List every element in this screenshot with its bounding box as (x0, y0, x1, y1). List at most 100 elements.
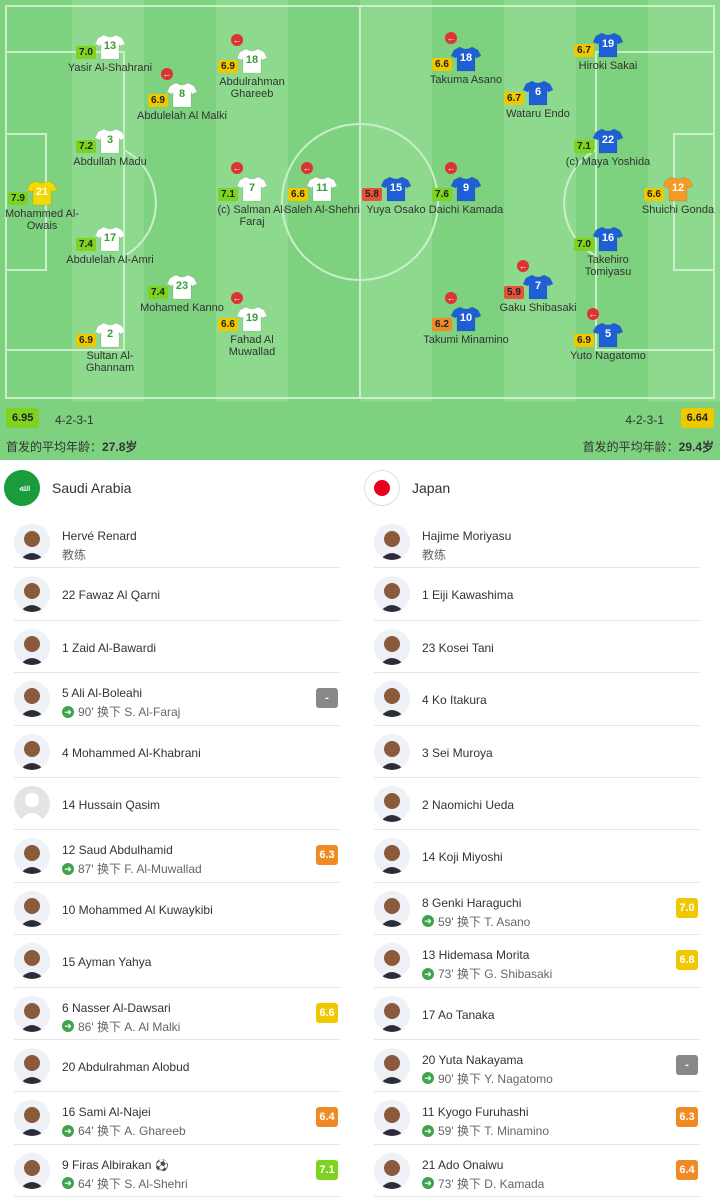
player-list-name: 4 Mohammed Al-Khabrani (62, 745, 201, 760)
home-average-age-label: 首发的平均年龄： (6, 440, 103, 454)
substitution-info: ➜64' 换下 A. Ghareeb (62, 1122, 186, 1139)
substitution-text: 73' 换下 G. Shibasaki (438, 967, 553, 982)
squad-player-row[interactable]: 10 Mohammed Al Kuwaykibi (14, 883, 340, 936)
squad-player-row[interactable]: 14 Hussain Qasim (14, 778, 340, 831)
squad-player-row[interactable]: 20 Yuta Nakayama➜90' 换下 Y. Nagatomo- (374, 1040, 700, 1093)
player-list-name: Hervé Renard (62, 529, 137, 543)
avatar (14, 838, 50, 875)
player-rating-badge: 6.3 (316, 845, 338, 866)
substitution-icon: ← (445, 162, 457, 174)
away-team-header[interactable]: Japan (360, 460, 720, 516)
jersey-number: 17 (103, 232, 117, 244)
squad-player-row[interactable]: 15 Ayman Yahya (14, 935, 340, 988)
japan-flag-icon (364, 470, 400, 506)
substitution-text: 86' 换下 A. Al Malki (78, 1019, 181, 1034)
player-list-name: 14 Koji Miyoshi (422, 850, 503, 865)
home-team-name: Saudi Arabia (52, 480, 132, 496)
squad-player-row[interactable]: 5 Ali Al-Boleahi➜90' 换下 S. Al-Faraj- (14, 673, 340, 726)
player-list-name: 1 Eiji Kawashima (422, 588, 514, 603)
squad-player-row[interactable]: 1 Zaid Al-Bawardi (14, 621, 340, 674)
jersey-number: 7 (534, 280, 542, 292)
coach-row[interactable]: Hervé Renard 教练 (14, 516, 340, 569)
squad-player-row[interactable]: 14 Koji Miyoshi (374, 830, 700, 883)
player-name: Abdulelah Al-Amri (66, 254, 154, 266)
squad-player-row[interactable]: 4 Mohammed Al-Khabrani (14, 726, 340, 778)
substitution-icon: ← (301, 162, 313, 174)
jersey-number: 8 (178, 88, 186, 100)
squad-player-row[interactable]: 20 Abdulrahman Alobud (14, 1040, 340, 1093)
squad-player-row[interactable]: 2 Naomichi Ueda (374, 778, 700, 831)
substitution-info: 教练 (62, 546, 86, 563)
substitution-icon: ← (231, 34, 243, 46)
squad-player-row[interactable]: 23 Kosei Tani (374, 621, 700, 674)
avatar (14, 890, 50, 927)
substitution-icon: ← (231, 292, 243, 304)
squad-player-row[interactable]: 3 Sei Muroya (374, 726, 700, 778)
away-team-rating: 6.64 (680, 408, 714, 428)
home-team-rating: 6.95 (6, 408, 40, 428)
player-name: Yasir Al-Shahrani (67, 62, 153, 74)
player-rating: 7.1 (574, 140, 594, 153)
avatar (14, 576, 50, 613)
player-rating: 7.0 (76, 46, 96, 59)
player-list-name: 21 Ado Onaiwu (422, 1157, 504, 1172)
home-team-header[interactable]: ﷲ Saudi Arabia (0, 460, 360, 516)
substitution-text: 59' 换下 T. Minamino (438, 1124, 549, 1139)
jersey-number: 13 (103, 40, 117, 52)
sub-in-arrow-icon: ➜ (62, 1020, 74, 1033)
avatar (374, 1152, 410, 1189)
player-name: Shuichi Gonda (641, 204, 715, 216)
sub-in-arrow-icon: ➜ (62, 1124, 74, 1137)
squad-player-row[interactable]: 1 Eiji Kawashima (374, 568, 700, 621)
player-rating-badge: - (316, 688, 338, 709)
squad-player-row[interactable]: 22 Fawaz Al Qarni (14, 568, 340, 621)
player-rating-badge: 6.3 (676, 1107, 698, 1128)
squad-player-row[interactable]: 17 Ao Tanaka (374, 988, 700, 1040)
player-rating: 7.9 (8, 192, 28, 205)
player-rating: 6.6 (432, 58, 452, 71)
squad-player-row[interactable]: 12 Saud Abdulhamid➜87' 换下 F. Al-Muwallad… (14, 830, 340, 883)
avatar (14, 995, 50, 1032)
squad-player-row[interactable]: 4 Ko Itakura (374, 673, 700, 726)
jersey-number: 19 (601, 38, 615, 50)
avatar (374, 943, 410, 980)
player-name: Sultan Al-Ghannam (85, 350, 135, 374)
avatar (14, 1100, 50, 1137)
player-name: Abdulelah Al Malki (137, 110, 227, 122)
